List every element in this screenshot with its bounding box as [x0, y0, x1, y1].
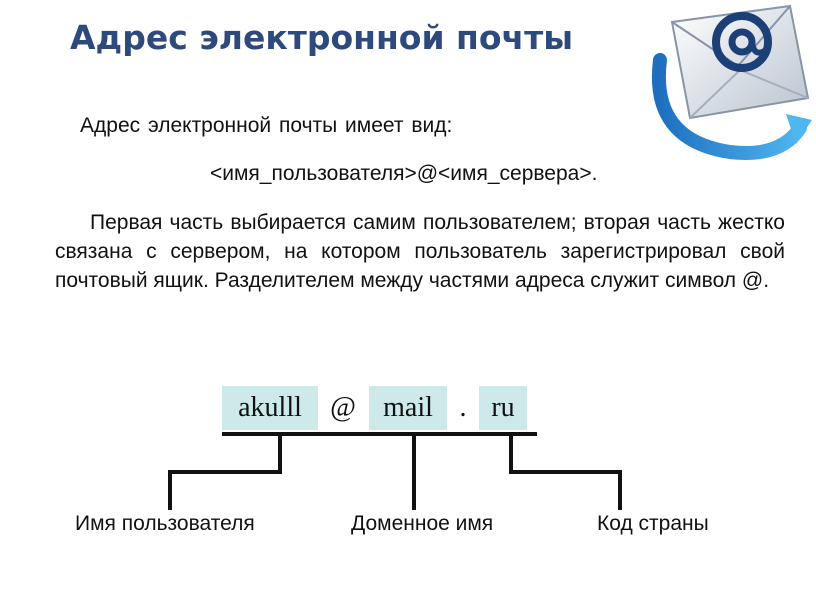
username-label: Имя пользователя [75, 512, 255, 535]
country-code-label: Код страны [597, 512, 709, 535]
page-title: Адрес электронной почты [70, 18, 574, 57]
description-paragraph: Первая часть выбирается самим пользовате… [55, 211, 785, 292]
intro-text: Адрес электронной почты имеет вид: [80, 114, 453, 137]
address-format: <имя_пользователя>@<имя_сервера>. [210, 162, 598, 185]
domain-label: Доменное имя [351, 512, 494, 535]
user-bracket [168, 434, 282, 510]
at-symbol: @ [330, 392, 356, 423]
dot-separator: . [459, 392, 467, 423]
username-part: akulll [222, 386, 318, 430]
country-bracket [509, 434, 622, 510]
server-part: mail [369, 386, 447, 430]
zone-part: ru [479, 386, 527, 430]
email-envelope-at-icon [651, 4, 812, 160]
